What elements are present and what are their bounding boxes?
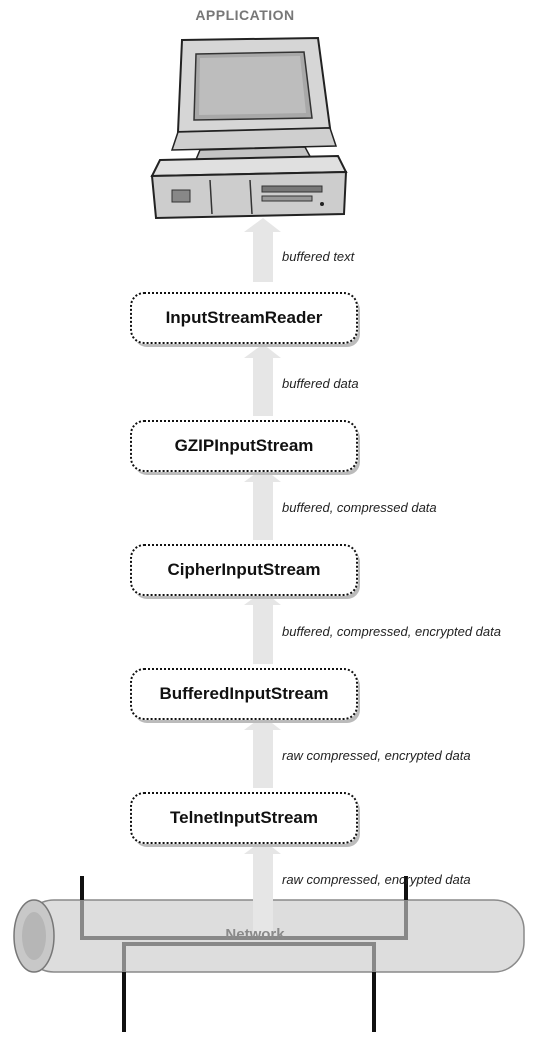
flow-label-compressed: buffered, compressed data <box>282 500 437 515</box>
stream-box-cipherinputstream: CipherInputStream <box>130 544 358 596</box>
stream-box-inputstreamreader: InputStreamReader <box>130 292 358 344</box>
flow-label-buffered-text: buffered text <box>282 249 355 264</box>
network-label: Network <box>225 926 285 943</box>
flow-label-raw-2: raw compressed, encrypted data <box>282 872 471 887</box>
application-title: APPLICATION <box>195 7 295 23</box>
flow-arrow <box>244 344 281 416</box>
flow-arrow <box>244 591 281 664</box>
flow-label-encrypted: buffered, compressed, encrypted data <box>282 624 501 639</box>
flow-arrow <box>244 716 281 788</box>
stream-box-gzipinputstream: GZIPInputStream <box>130 420 358 472</box>
flow-arrow <box>244 840 281 936</box>
network-pipe <box>13 876 525 1032</box>
stream-box-telnetinputstream: TelnetInputStream <box>130 792 358 844</box>
flow-arrows <box>244 218 281 936</box>
flow-label-buffered-data: buffered data <box>282 376 359 391</box>
flow-label-raw-1: raw compressed, encrypted data <box>282 748 471 763</box>
flow-arrow <box>244 468 281 540</box>
computer-icon <box>150 36 348 220</box>
stream-box-bufferedinputstream: BufferedInputStream <box>130 668 358 720</box>
flow-arrow <box>244 218 281 282</box>
